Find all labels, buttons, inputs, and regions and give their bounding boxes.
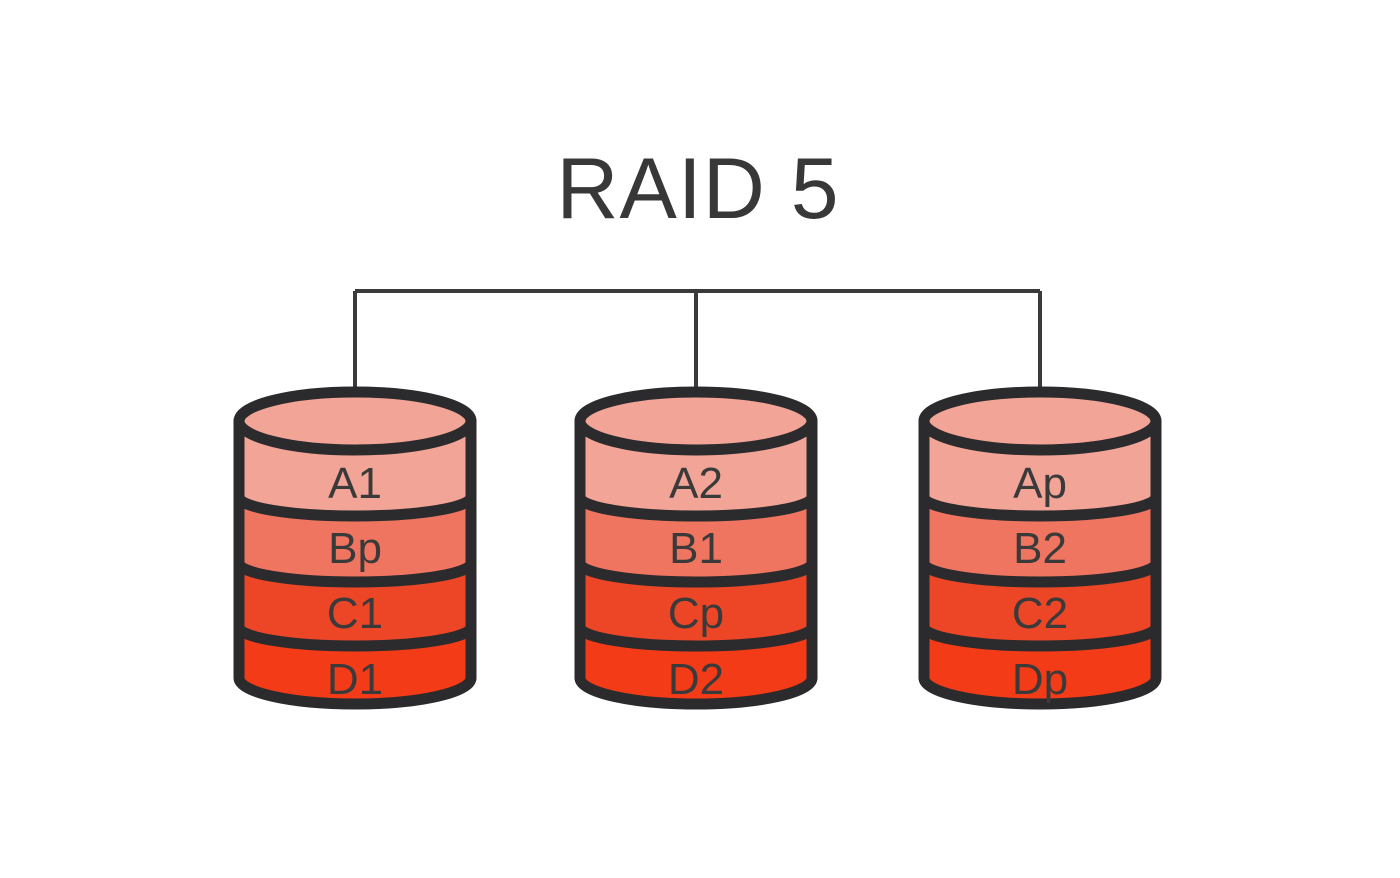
disk-1-block-label-2: C1 — [327, 589, 383, 638]
disk-3-block-label-3: Dp — [1012, 655, 1068, 704]
disk-1-body-outline — [233, 415, 477, 710]
disk-2-divider-2 — [574, 557, 818, 588]
disk-1-top-ellipse — [233, 386, 477, 456]
disk-3-top-ellipse — [918, 386, 1162, 456]
disk-2-block-label-2: Cp — [668, 589, 724, 638]
disk-1-divider-2 — [233, 557, 477, 588]
disk-3-block-label-1: B2 — [1013, 524, 1067, 573]
disk-3-block-shape-0 — [924, 421, 1156, 516]
disk-2-top-ellipse — [574, 386, 818, 456]
disk-1-block-label-0: A1 — [328, 459, 382, 508]
disk-2-divider-1 — [574, 491, 818, 522]
disk-1-block-label-3: D1 — [327, 655, 383, 704]
disk-2-block-shape-0 — [580, 421, 812, 516]
diagram-title: RAID 5 — [556, 141, 839, 237]
disk-3-divider-2 — [918, 557, 1162, 588]
disk-2-divider-3 — [574, 621, 818, 652]
disk-1: A1 Bp C1 D1 — [233, 386, 477, 710]
disk-1-block-shape-0 — [239, 421, 471, 516]
disk-3-block-label-0: Ap — [1013, 459, 1067, 508]
disk-1-block-label-1: Bp — [328, 524, 382, 573]
disk-2-block-label-3: D2 — [668, 655, 724, 704]
disk-3-block-label-2: C2 — [1012, 589, 1068, 638]
disk-2-block-label-1: B1 — [669, 524, 723, 573]
disk-2-block-label-0: A2 — [669, 459, 723, 508]
disk-3: Ap B2 C2 Dp — [918, 386, 1162, 710]
disk-2-body-outline — [574, 415, 818, 710]
disk-3-divider-1 — [918, 491, 1162, 522]
disk-3-body-outline — [918, 415, 1162, 710]
disk-2: A2 B1 Cp D2 — [574, 386, 818, 710]
disk-1-divider-3 — [233, 621, 477, 652]
disk-1-divider-1 — [233, 491, 477, 522]
disk-3-divider-3 — [918, 621, 1162, 652]
